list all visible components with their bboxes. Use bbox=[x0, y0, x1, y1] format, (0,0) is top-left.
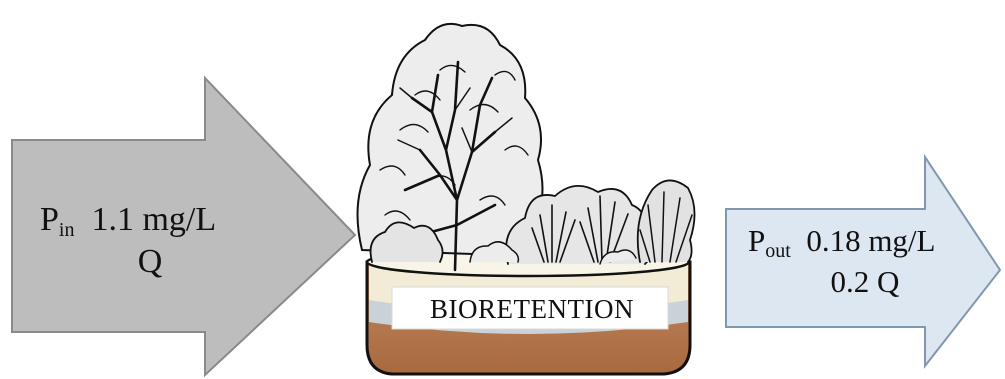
tree-canopy bbox=[358, 24, 543, 255]
bioretention-label: BIORETENTION bbox=[398, 296, 666, 323]
inflow-concentration: 1.1 mg/L bbox=[91, 201, 216, 238]
inflow-symbol: P bbox=[40, 201, 59, 238]
inflow-subscript: in bbox=[59, 219, 75, 241]
inflow-flow: Q bbox=[60, 245, 240, 279]
vegetation-icon bbox=[358, 24, 695, 270]
outflow-subscript: out bbox=[765, 240, 791, 262]
outflow-symbol: P bbox=[748, 223, 765, 258]
outflow-concentration-label: Pout 0.18 mg/L bbox=[748, 225, 978, 261]
outflow-concentration: 0.18 mg/L bbox=[806, 223, 935, 258]
outflow-flow: 0.2 Q bbox=[760, 266, 970, 297]
inflow-concentration-label: Pin 1.1 mg/L bbox=[40, 203, 250, 240]
